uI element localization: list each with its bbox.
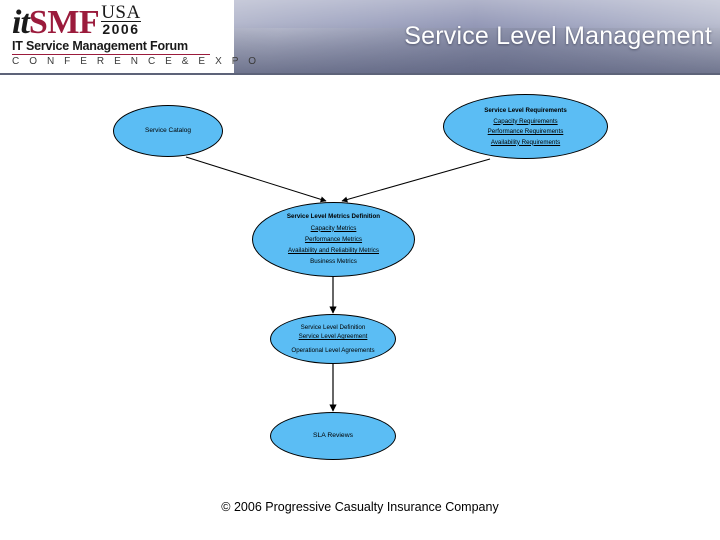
node-line: Operational Level Agreements — [291, 346, 375, 354]
slide-header: itSMF USA 2006 IT Service Management For… — [0, 0, 720, 75]
logo-usa-block: USA 2006 — [101, 2, 141, 37]
node-service-level-definition[interactable]: Service Level Definition Service Level A… — [270, 314, 396, 364]
itsmf-logo: itSMF USA 2006 IT Service Management For… — [8, 2, 256, 70]
node-service-level-requirements[interactable]: Service Level Requirements Capacity Requ… — [443, 94, 608, 159]
node-line: Business Metrics — [310, 258, 357, 266]
node-service-level-metrics-definition[interactable]: Service Level Metrics Definition Capacit… — [252, 202, 415, 277]
node-line: Service Catalog — [145, 127, 191, 135]
slm-process-diagram: Service Catalog Service Level Requiremen… — [0, 75, 720, 540]
node-line: Performance Metrics — [304, 235, 363, 243]
logo-year-text: 2006 — [102, 21, 140, 37]
node-line: Performance Requirements — [487, 128, 564, 136]
logo-wordmark: itSMF USA 2006 — [12, 2, 141, 41]
node-line: Service Level Requirements — [484, 107, 567, 115]
logo-usa-text: USA — [101, 2, 141, 23]
diagram-connectors — [185, 156, 491, 412]
node-line: Service Level Agreement — [298, 333, 368, 341]
header-divider — [0, 73, 720, 75]
logo-tagline: IT Service Management Forum — [12, 39, 188, 53]
logo-smf-text: SMF — [28, 4, 100, 41]
copyright-footer: © 2006 Progressive Casualty Insurance Co… — [221, 500, 499, 514]
connector-catalog-to-metrics — [185, 156, 327, 203]
page-title: Service Level Management — [404, 22, 712, 50]
node-line: Availability Requirements — [490, 138, 561, 146]
node-service-catalog[interactable]: Service Catalog — [113, 105, 223, 157]
logo-it-text: it — [12, 4, 30, 41]
node-line: SLA Reviews — [312, 431, 354, 439]
logo-subtitle: C O N F E R E N C E & E X P O — [12, 56, 260, 67]
node-line: Service Level Metrics Definition — [286, 213, 381, 221]
connector-requirements-to-metrics — [341, 158, 491, 203]
node-line: Service Level Definition — [300, 323, 366, 331]
node-line: Availability and Reliability Metrics — [287, 247, 379, 255]
node-line: Capacity Metrics — [310, 224, 357, 232]
node-line: Capacity Requirements — [493, 117, 558, 125]
logo-backplate — [0, 0, 234, 75]
node-sla-reviews[interactable]: SLA Reviews — [270, 412, 396, 460]
logo-divider — [12, 54, 210, 55]
